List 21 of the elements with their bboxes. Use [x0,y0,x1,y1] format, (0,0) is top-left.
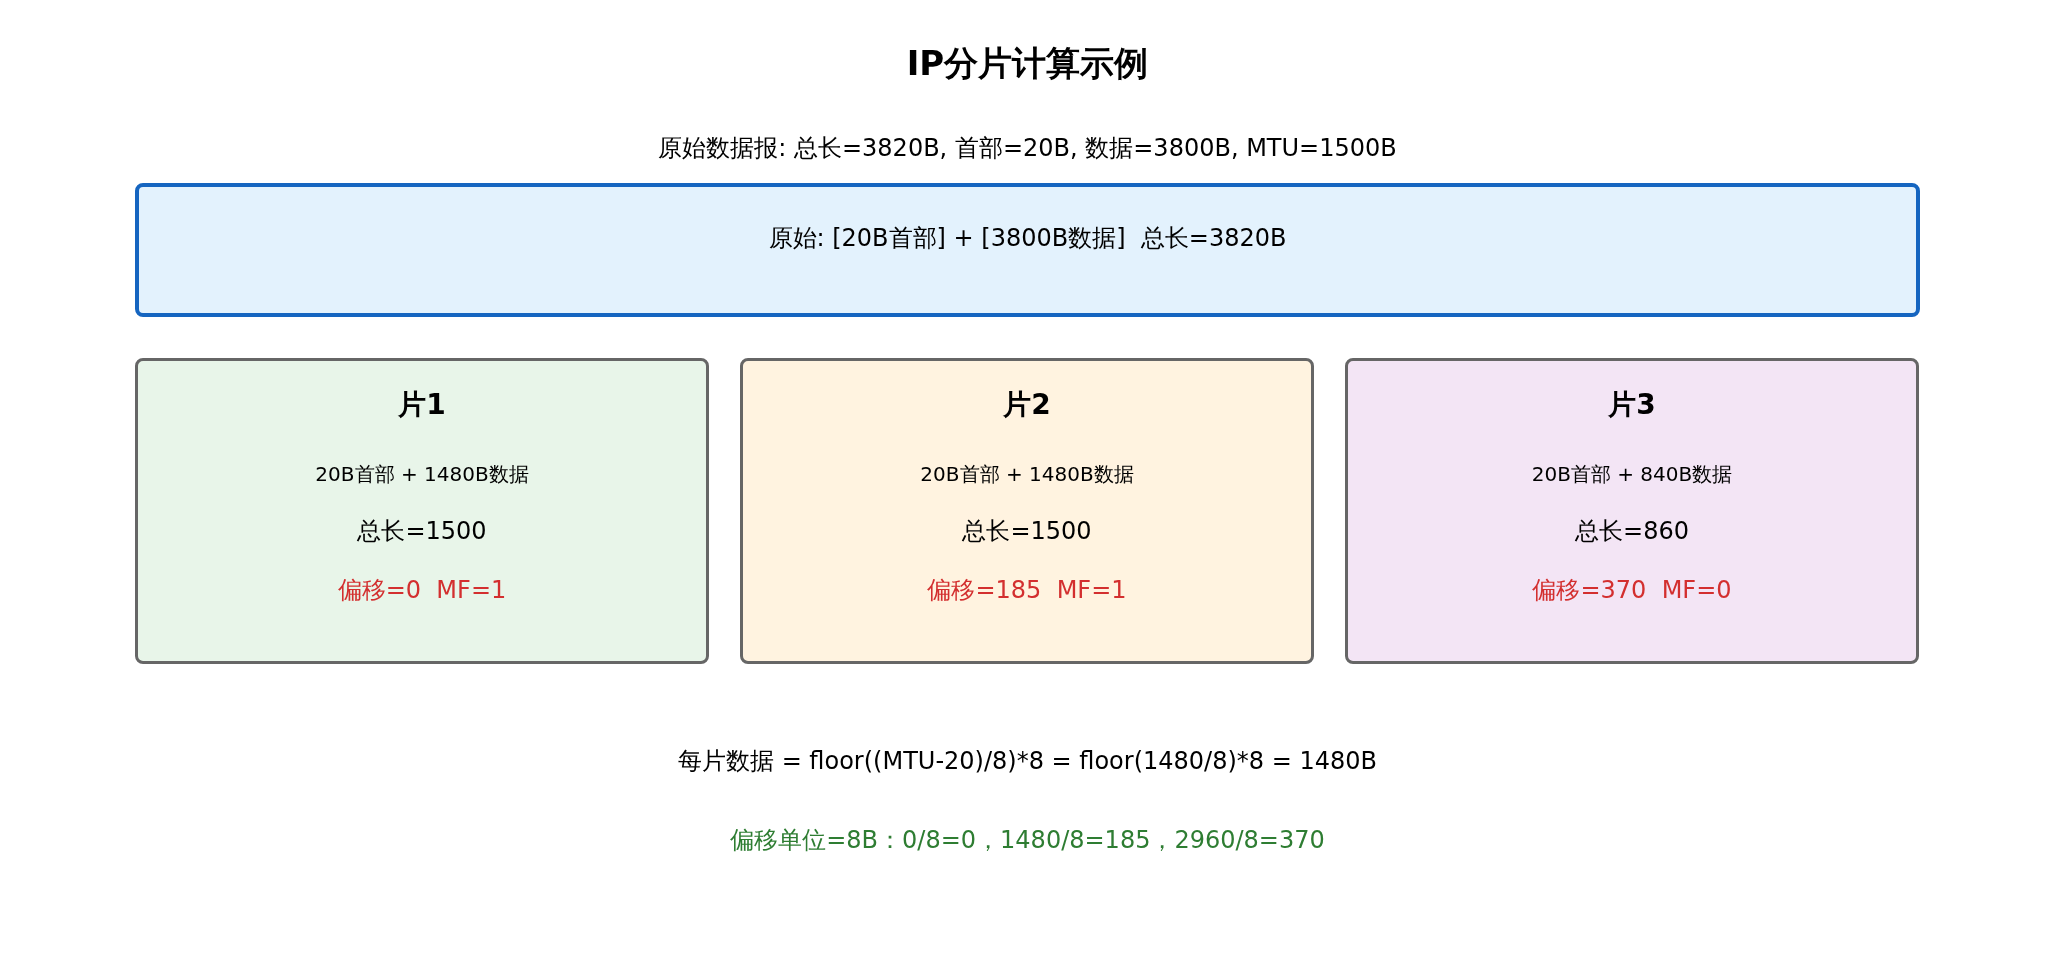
offset-note: 偏移单位=8B：0/8=0，1480/8=185，2960/8=370 [730,825,1325,855]
fragment-content-text: 20B首部 + 840B数据 [1531,461,1733,487]
diagram-title: IP分片计算示例 [906,41,1149,85]
formula-text: 每片数据 = floor((MTU-20)/8)*8 = floor(1480/8)*8 = 1480B [678,746,1377,776]
fragment-box [740,358,1314,664]
fragment-heading: 片2 [1003,386,1051,422]
datagram-text: 原始: [20B首部] + [3800B数据] 总长=3820B [768,223,1287,253]
fragment-offset-text: 偏移=370 MF=0 [1532,575,1732,605]
fragment-heading: 片1 [398,386,446,422]
fragment-length-text: 总长=1500 [962,516,1092,546]
fragment-content-text: 20B首部 + 1480B数据 [920,461,1134,487]
fragment-heading: 片3 [1608,386,1656,422]
fragment-length-text: 总长=860 [1575,516,1689,546]
datagram-box [135,183,1920,317]
fragment-length-text: 总长=1500 [357,516,487,546]
fragment-box [1345,358,1919,664]
fragment-offset-text: 偏移=185 MF=1 [927,575,1127,605]
fragment-content-text: 20B首部 + 1480B数据 [315,461,529,487]
fragment-offset-text: 偏移=0 MF=1 [337,575,507,605]
datagram-summary: 原始数据报: 总长=3820B, 首部=20B, 数据=3800B, MTU=1500B [658,133,1397,163]
fragment-box [135,358,709,664]
